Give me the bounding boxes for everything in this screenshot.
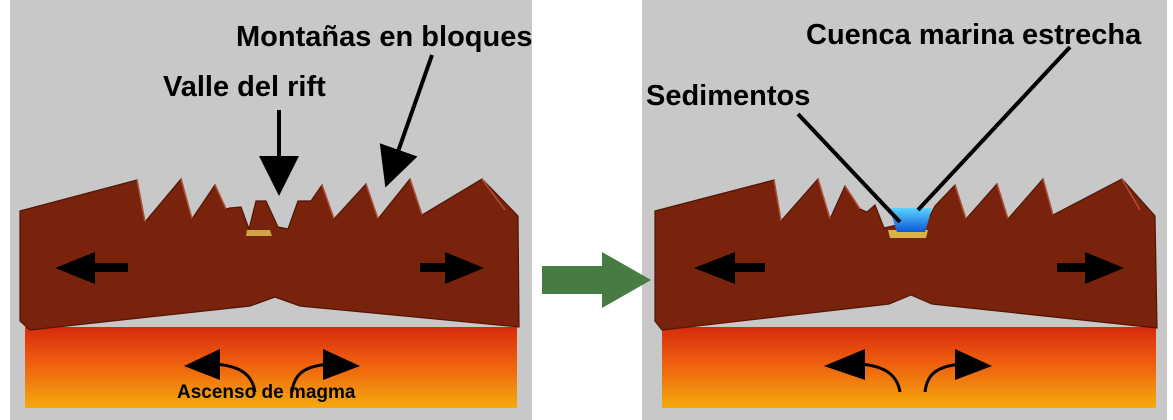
left-plate-arrow-left xyxy=(55,252,128,284)
left-plate-arrow-right xyxy=(420,252,484,284)
left-crust xyxy=(19,177,520,331)
sedimentos-pointer xyxy=(796,112,902,224)
right-plate-arrow-left xyxy=(694,252,765,284)
right-plate-arrow-right xyxy=(1057,252,1124,284)
right-upwelling-arrows xyxy=(824,349,992,393)
label-cuenca-marina-estrecha: Cuenca marina estrecha xyxy=(806,19,1142,51)
cuenca-pointer xyxy=(916,45,1072,212)
label-montanas-en-bloques: Montañas en bloques xyxy=(236,21,532,53)
label-valle-del-rift: Valle del rift xyxy=(163,71,326,103)
label-ascenso-de-magma: Ascenso de magma xyxy=(177,382,356,403)
montanas-pointer xyxy=(379,54,434,188)
left-upwelling-arrows xyxy=(184,349,360,393)
right-magma xyxy=(662,327,1156,408)
left-magma xyxy=(25,327,517,408)
cuenca-water xyxy=(889,208,932,232)
right-crust xyxy=(654,177,1158,331)
transition-arrow-icon xyxy=(542,252,651,308)
label-sedimentos: Sedimentos xyxy=(646,80,810,112)
